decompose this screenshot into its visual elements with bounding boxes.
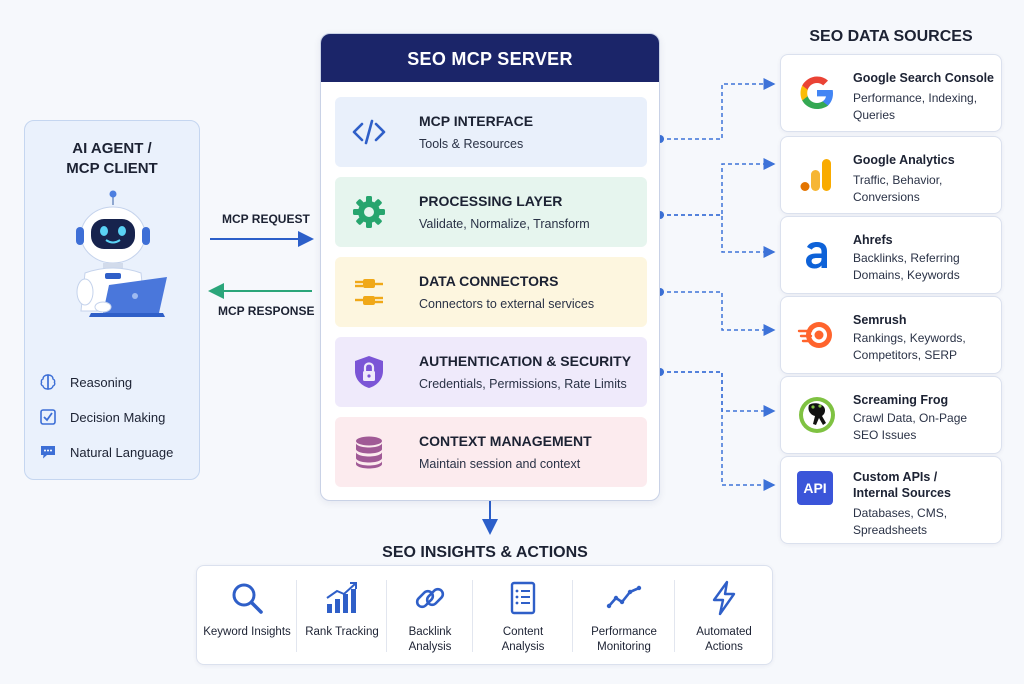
source-name: Google Analytics: [853, 153, 955, 167]
source-description: Traffic, Behavior, Conversions: [853, 173, 943, 204]
insight-performance-monitoring: Performance Monitoring: [573, 566, 675, 666]
source-connectors: [660, 78, 776, 491]
source-name: Semrush: [853, 313, 907, 327]
insight-keyword-insights: Keyword Insights: [197, 566, 297, 666]
layer-mcp-interface: MCP INTERFACE Tools & Resources: [335, 97, 647, 167]
insight-label: Backlink Analysis: [408, 626, 452, 653]
ai-agent-panel: AI AGENT / MCP CLIENT Reasoning: [24, 120, 200, 480]
line-chart-icon: [606, 585, 642, 609]
source-ahrefs: Ahrefs Backlinks, Referring Domains, Key…: [780, 216, 1002, 294]
layer-title: DATA CONNECTORS: [419, 273, 559, 289]
layer-title: CONTEXT MANAGEMENT: [419, 433, 592, 449]
source-description: Performance, Indexing, Queries: [853, 91, 978, 122]
layer-description: Maintain session and context: [419, 457, 581, 471]
api-icon: API: [797, 471, 833, 505]
divider: [572, 580, 573, 652]
insight-label: Rank Tracking: [305, 626, 379, 638]
layer-description: Credentials, Permissions, Rate Limits: [419, 377, 627, 391]
link-icon: [415, 587, 445, 609]
gear-icon: [353, 196, 385, 228]
layer-authentication-security: AUTHENTICATION & SECURITY Credentials, P…: [335, 337, 647, 407]
database-icon: [356, 436, 382, 469]
robot-with-laptop-icon: [76, 190, 167, 317]
code-icon: [352, 119, 386, 145]
source-semrush: Semrush Rankings, Keywords, Competitors,…: [780, 296, 1002, 374]
sources-title: SEO DATA SOURCES: [809, 28, 973, 45]
checkbox-icon: [40, 409, 56, 425]
insight-label: Keyword Insights: [203, 626, 291, 638]
layer-description: Connectors to external services: [419, 297, 595, 311]
capability-label: Natural Language: [70, 444, 174, 460]
lightning-icon: [712, 580, 736, 616]
layer-title: MCP INTERFACE: [419, 113, 534, 129]
layer-context-management: CONTEXT MANAGEMENT Maintain session and …: [335, 417, 647, 487]
mcp-request-label: MCP REQUEST: [222, 212, 310, 226]
layer-processing: PROCESSING LAYER Validate, Normalize, Tr…: [335, 177, 647, 247]
source-name: Screaming Frog: [853, 393, 949, 407]
rising-bars-icon: [326, 582, 357, 613]
brain-icon: [40, 374, 56, 390]
source-description: Databases, CMS, Spreadsheets: [853, 506, 948, 537]
source-name: Custom APIs / Internal Sources: [853, 470, 951, 500]
chat-icon: [41, 446, 55, 459]
source-description: Crawl Data, On-Page SEO Issues: [853, 411, 968, 442]
source-description: Rankings, Keywords, Competitors, SERP: [853, 331, 966, 362]
layer-title: PROCESSING LAYER: [419, 193, 563, 209]
layer-title: AUTHENTICATION & SECURITY: [419, 353, 632, 369]
insight-label: Performance Monitoring: [591, 626, 657, 653]
source-name: Google Search Console: [853, 71, 995, 85]
analytics-bars-icon: [800, 159, 831, 191]
capability-label: Reasoning: [70, 374, 133, 390]
source-name: Ahrefs: [853, 233, 893, 247]
capability-decision-making: Decision Making: [39, 406, 173, 428]
shield-lock-icon: [355, 356, 383, 388]
server-title: SEO MCP SERVER: [321, 34, 659, 82]
plug-icon: [355, 279, 383, 305]
insight-content-analysis: Content Analysis: [473, 566, 573, 666]
magnifier-icon: [232, 583, 263, 614]
source-custom-apis: API Custom APIs / Internal Sources Datab…: [780, 456, 1002, 544]
insight-rank-tracking: Rank Tracking: [297, 566, 387, 666]
layer-description: Tools & Resources: [419, 137, 524, 151]
capability-reasoning: Reasoning: [39, 371, 173, 393]
insight-backlink-analysis: Backlink Analysis: [387, 566, 473, 666]
insight-automated-actions: Automated Actions: [675, 566, 773, 666]
agent-title: AI AGENT / MCP CLIENT: [66, 140, 158, 177]
insight-label: Automated Actions: [696, 626, 752, 653]
document-icon: [510, 581, 536, 615]
source-google-search-console: Google Search Console Performance, Index…: [780, 54, 1002, 132]
mcp-response-label: MCP RESPONSE: [218, 304, 315, 318]
capability-natural-language: Natural Language: [39, 441, 173, 463]
capability-label: Decision Making: [70, 409, 166, 425]
insights-panel: Keyword Insights Rank Tracking Backlink …: [196, 565, 773, 665]
source-screaming-frog: Screaming Frog Crawl Data, On-Page SEO I…: [780, 376, 1002, 454]
divider: [472, 580, 473, 652]
insights-title: SEO INSIGHTS & ACTIONS: [382, 544, 588, 561]
frog-logo-icon: [799, 397, 835, 433]
divider: [296, 580, 297, 652]
source-google-analytics: Google Analytics Traffic, Behavior, Conv…: [780, 136, 1002, 214]
insight-label: Content Analysis: [501, 626, 545, 653]
layer-data-connectors: DATA CONNECTORS Connectors to external s…: [335, 257, 647, 327]
divider: [674, 580, 675, 652]
ahrefs-logo-icon: [806, 242, 827, 269]
layer-description: Validate, Normalize, Transform: [419, 217, 590, 231]
source-description: Backlinks, Referring Domains, Keywords: [853, 251, 960, 282]
google-logo-icon: [800, 76, 833, 109]
divider: [386, 580, 387, 652]
seo-mcp-server: SEO MCP SERVER MCP INTERFACE Tools & Res…: [320, 33, 660, 501]
agent-capabilities: Reasoning Decision Making Natural Langua…: [39, 371, 173, 476]
semrush-logo-icon: [797, 322, 832, 348]
